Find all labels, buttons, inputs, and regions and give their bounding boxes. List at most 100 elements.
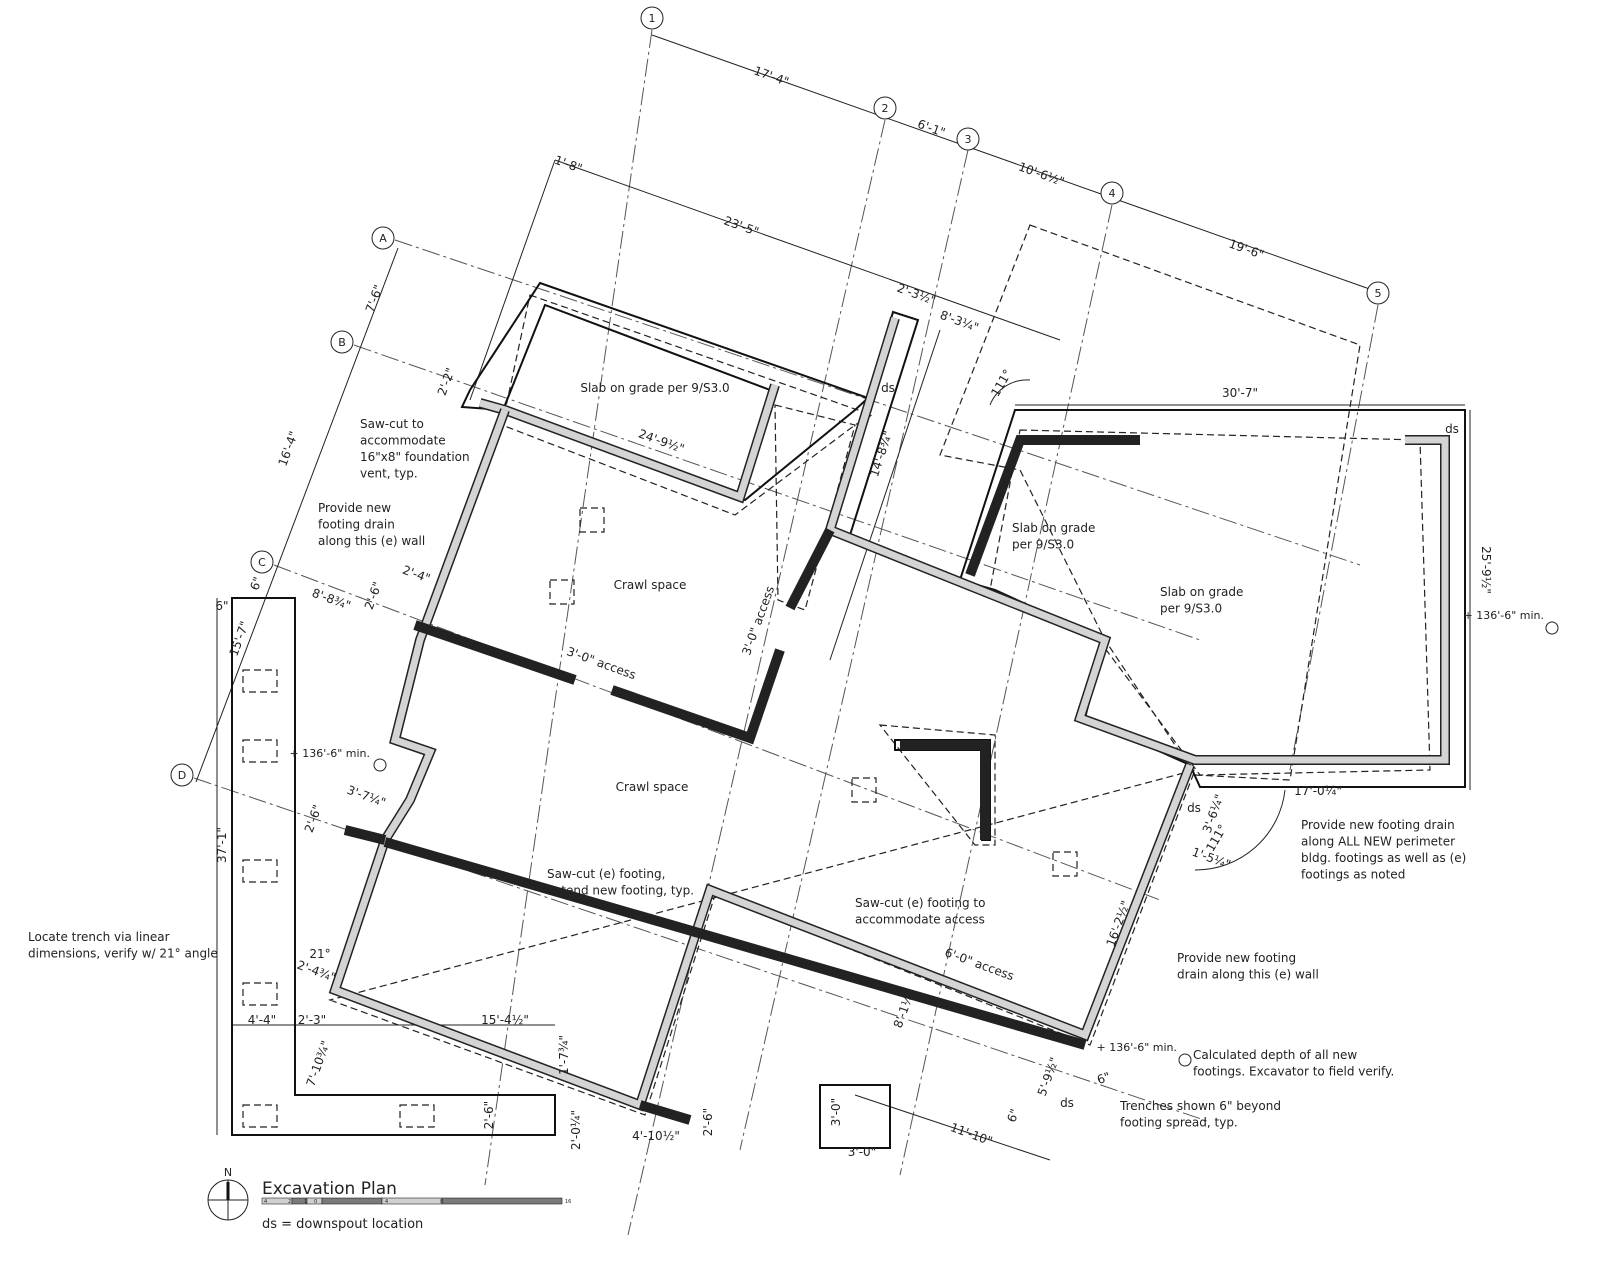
- downspout-label: ds: [1187, 801, 1201, 815]
- elevation-datum: + 136'-6" min.: [290, 747, 371, 760]
- dimension-label: 25'-9½": [1479, 546, 1493, 594]
- dimension-label: 1'-7¾": [557, 1035, 571, 1075]
- dimension-label: 23'-5": [722, 213, 761, 238]
- north-label: N: [224, 1166, 232, 1179]
- dimension-label: 6": [1095, 1069, 1112, 1087]
- note-text: along ALL NEW perimeter: [1301, 835, 1455, 849]
- note-text: Provide new footing: [1177, 951, 1296, 965]
- note-text: Crawl space: [616, 780, 689, 794]
- dimension-label: 2'-3": [298, 1013, 326, 1027]
- scale-label: 0: [314, 1199, 317, 1205]
- grid-bubble: [371, 226, 395, 250]
- dimension-lines: [195, 34, 1471, 1161]
- note-text: 16"x8" foundation: [360, 450, 470, 464]
- note-text: accommodate: [360, 434, 446, 448]
- scale-bar: [261, 1197, 563, 1205]
- dimension-label: 7'-6": [363, 283, 386, 314]
- note-text: Saw-cut (e) footing to: [855, 896, 985, 910]
- grid-bubbles: 1 2 3 4 5 A B C D: [170, 6, 1390, 787]
- dimension-label: 2'-6": [701, 1108, 715, 1136]
- note-text: vent, typ.: [360, 467, 418, 481]
- dimension-label: 11'-10": [948, 1120, 994, 1148]
- dimension-label: 17'-0¼": [1294, 784, 1342, 798]
- scale-label: 8: [440, 1199, 443, 1205]
- note-text: Locate trench via linear: [28, 930, 170, 944]
- grid-bubble: [1100, 181, 1124, 205]
- dimension-label: 2'-3½": [895, 281, 937, 308]
- datum-markers: [373, 621, 1559, 1067]
- legend-text: ds = downspout location: [262, 1217, 423, 1232]
- dimension-label: 2'-6": [362, 580, 385, 611]
- dimension-label: 16'-4": [275, 429, 300, 468]
- dimension-label: 4'-4": [248, 1013, 276, 1027]
- dimension-label: 6'-1": [916, 117, 947, 140]
- scale-label: 4: [385, 1199, 388, 1205]
- dimension-label: 3'-0": [848, 1145, 876, 1159]
- grid-bubble: [330, 330, 354, 354]
- grid-bubble-label: 1: [649, 12, 656, 25]
- note-text: Provide new: [318, 501, 391, 515]
- dimension-label: 2'-6": [482, 1101, 496, 1129]
- grid-bubble: [1366, 281, 1390, 305]
- footings: [328, 316, 1450, 1125]
- dimension-label: 15'-4½": [481, 1013, 529, 1027]
- downspout-label: ds: [1060, 1096, 1074, 1110]
- dimension-label: 10'-6½": [1017, 160, 1067, 189]
- note-text: footings as noted: [1301, 868, 1405, 882]
- grid-bubble-label: 4: [1109, 187, 1116, 200]
- note-text: Saw-cut to: [360, 417, 424, 431]
- grid-bubble-label: D: [178, 769, 186, 782]
- note-text: footings. Excavator to field verify.: [1193, 1065, 1394, 1079]
- annotations: 17'-4" 6'-1" 10'-6½" 19'-6" 1'-8" 23'-5" 2'-3½…: [28, 63, 1544, 1232]
- dimension-label: 6": [1004, 1107, 1022, 1124]
- grid-bubble-label: 5: [1375, 287, 1382, 300]
- dimension-label: 8'-8¾": [310, 586, 352, 613]
- grid-bubble-label: 2: [882, 102, 889, 115]
- dimension-label: 15'-7": [226, 619, 251, 658]
- note-text: extend new footing, typ.: [547, 884, 694, 898]
- grid-bubble: [250, 550, 274, 574]
- dimension-label: 24'-9½": [637, 427, 687, 456]
- note-text: footing spread, typ.: [1120, 1116, 1238, 1130]
- dimension-label: 17'-4": [752, 63, 791, 88]
- note-text: Calculated depth of all new: [1193, 1048, 1357, 1062]
- dimension-label: 1'-8": [553, 153, 584, 176]
- scale-label: 4: [264, 1199, 267, 1205]
- dimension-label: 6'-0" access: [943, 945, 1016, 983]
- dimension-label: 19'-6": [1227, 236, 1266, 261]
- plan-title: Excavation Plan: [262, 1179, 397, 1199]
- dimension-label: 3'-0": [829, 1098, 843, 1126]
- scale-label: 16: [565, 1199, 571, 1205]
- dimension-label: 3'-0" access: [739, 584, 777, 657]
- note-text: per 9/S3.0: [1012, 538, 1074, 552]
- dimension-label: 4'-10½": [632, 1129, 680, 1143]
- grid-bubble-label: C: [258, 556, 266, 569]
- grid-bubble: [873, 96, 897, 120]
- dimension-label: 14'-8¾": [867, 429, 895, 479]
- dimension-label: 6": [215, 599, 228, 613]
- grid-bubble-label: B: [338, 336, 346, 349]
- grid-bubble-label: A: [379, 232, 387, 245]
- note-text: Slab on grade per 9/S3.0: [580, 381, 729, 395]
- grid-bubble-label: 3: [965, 133, 972, 146]
- note-text: per 9/S3.0: [1160, 602, 1222, 616]
- dimension-label: 2'-2": [435, 366, 458, 397]
- note-text: Trenches shown 6" beyond: [1119, 1099, 1281, 1113]
- note-text: accommodate access: [855, 913, 985, 927]
- note-text: Provide new footing drain: [1301, 818, 1455, 832]
- dashed-trench-outlines: [242, 224, 1431, 1128]
- dimension-label: 3'-7¼": [345, 783, 387, 810]
- dimension-label: 8'-3¼": [938, 308, 980, 335]
- dimension-label: 37'-1": [215, 827, 229, 863]
- dimension-label: 5'-9½": [1035, 1055, 1062, 1097]
- note-text: along this (e) wall: [318, 534, 425, 548]
- note-text: Crawl space: [614, 578, 687, 592]
- north-arrow: [207, 1179, 249, 1221]
- elevation-datum: + 136'-6" min.: [1097, 1041, 1178, 1054]
- dimension-label: 2'-0¼": [569, 1110, 583, 1150]
- dimension-label: 2'-4": [401, 563, 432, 586]
- scale-label: 2: [288, 1199, 291, 1205]
- dimension-label: 6": [247, 575, 265, 592]
- downspout-label: ds: [1445, 422, 1459, 436]
